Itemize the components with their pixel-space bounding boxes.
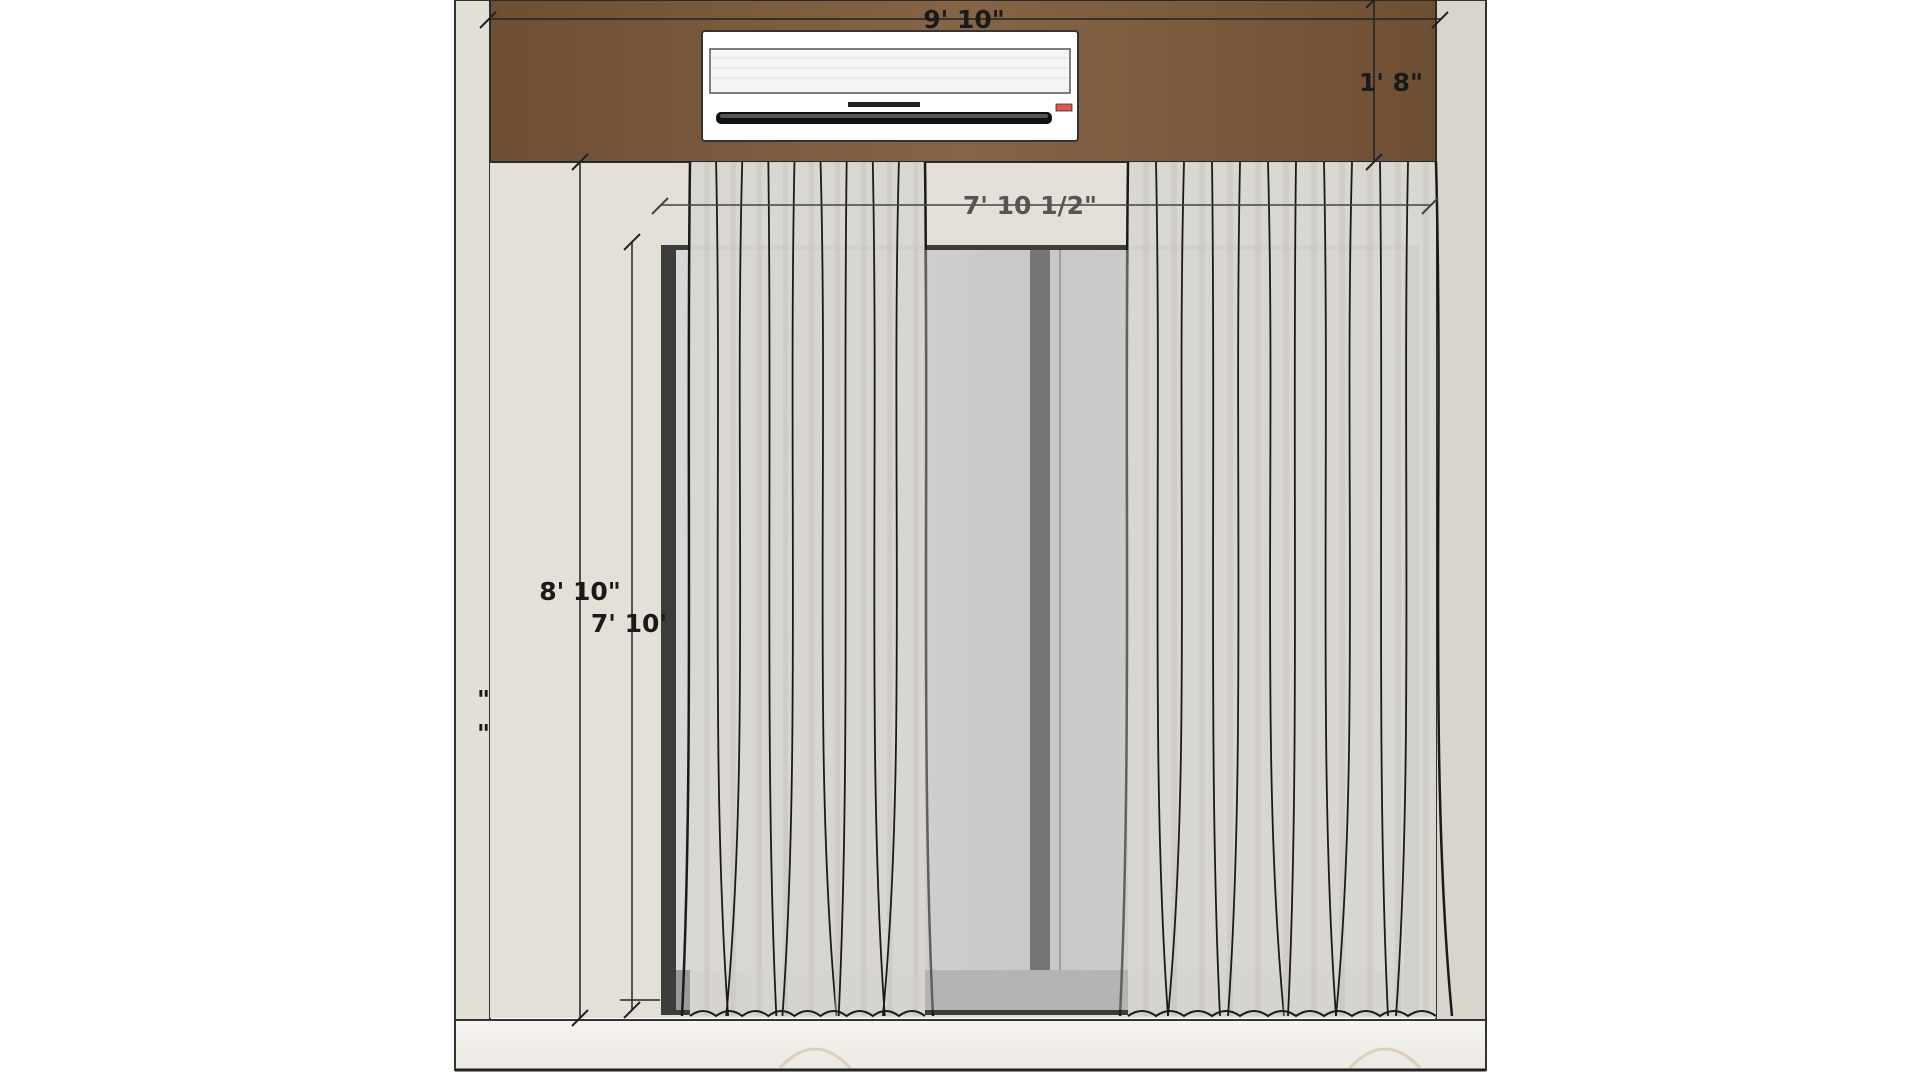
curtain-hem (1127, 1010, 1437, 1018)
curtain-fold-shadow (1423, 162, 1429, 1016)
curtain-fold-line (1323, 161, 1337, 1017)
curtain-fold-shadow (782, 162, 788, 1016)
sheer-curtain-overlay (925, 250, 1128, 1010)
curtain-fold-shadow (1283, 162, 1289, 1016)
curtain-fold-shadow (704, 162, 710, 1016)
curtain-fold-line (1167, 161, 1185, 1017)
dimension-door-height: 7' 10' (591, 233, 667, 1019)
curtain-fold-line (819, 161, 838, 1017)
dimension-pelmet-height: 1' 8" (1359, 0, 1423, 171)
curtain-fold-line (781, 161, 796, 1017)
pelmet-height-label: 1' 8" (1359, 68, 1423, 97)
curtain-hem (689, 1010, 926, 1018)
curtain-fold-shadow (1395, 162, 1401, 1016)
dimension-wall-height: 8' 10" (539, 153, 621, 1027)
curtain-fold-line (1379, 161, 1389, 1017)
curtain-fold-line (1267, 161, 1285, 1017)
curtain-fold-shadow (730, 162, 736, 1016)
curtain-fold-line (1335, 161, 1353, 1017)
curtain-fold-shadow (808, 162, 815, 1016)
curtain-panel-1 (690, 162, 925, 1016)
curtain-fold-line (881, 161, 900, 1017)
curtain-fold-shadow (1339, 162, 1345, 1016)
curtain-fold-shadow (1171, 162, 1177, 1016)
curtain-fold-shadow (834, 162, 841, 1016)
air-conditioner-icon (701, 30, 1079, 142)
curtain-fold-shadow (887, 162, 893, 1016)
left-column (454, 0, 491, 1023)
curtain-fold-line (680, 161, 692, 1017)
curtain-fold-shadow (1255, 162, 1261, 1016)
curtain-fold-shadow (1227, 162, 1233, 1016)
curtain-fold-shadow (913, 162, 919, 1016)
curtain-fold-line (1227, 161, 1241, 1017)
curtain-fold-line (1211, 161, 1221, 1017)
curtain-fold-shadow (1311, 162, 1317, 1016)
curtain-fold-line (1118, 161, 1130, 1017)
curtain-fold-line (837, 161, 848, 1017)
curtain-fold-line (715, 161, 730, 1017)
curtain-fold-shadow (861, 162, 867, 1016)
curtain-fold-line (1395, 161, 1409, 1017)
curtain-fold-line (1434, 161, 1454, 1017)
curtain-fold-shadow (1143, 162, 1149, 1016)
curtain-fold-line (923, 161, 935, 1017)
curtain-fold-shadow (756, 162, 762, 1016)
cut-off-mark-1: " (477, 685, 490, 714)
curtain-fold-shadow (1199, 162, 1205, 1016)
curtain-fold-line (725, 161, 744, 1017)
dimension-overall-width: 9' 10" (479, 5, 1449, 34)
wall-height-label: 8' 10" (539, 577, 621, 606)
marble-vein-2 (1348, 1047, 1422, 1070)
curtain-fold-shadow (1367, 162, 1373, 1016)
curtain-fold-line (1287, 161, 1297, 1017)
dimension-door-width: 7' 10 1/2" (651, 191, 1439, 220)
overall-width-label: 9' 10" (923, 5, 1005, 34)
curtain-fold-line (767, 161, 778, 1017)
curtain-panel-2 (1128, 162, 1436, 1016)
door-width-label: 7' 10 1/2" (963, 191, 1097, 220)
curtain-panels (680, 161, 1454, 1018)
cut-off-mark-2: " (477, 719, 490, 748)
marble-vein-1 (778, 1047, 852, 1070)
door-height-label: 7' 10' (591, 609, 667, 638)
marble-floor (454, 1019, 1487, 1071)
curtain-fold-line (871, 161, 886, 1017)
curtain-fold-line (1155, 161, 1169, 1017)
